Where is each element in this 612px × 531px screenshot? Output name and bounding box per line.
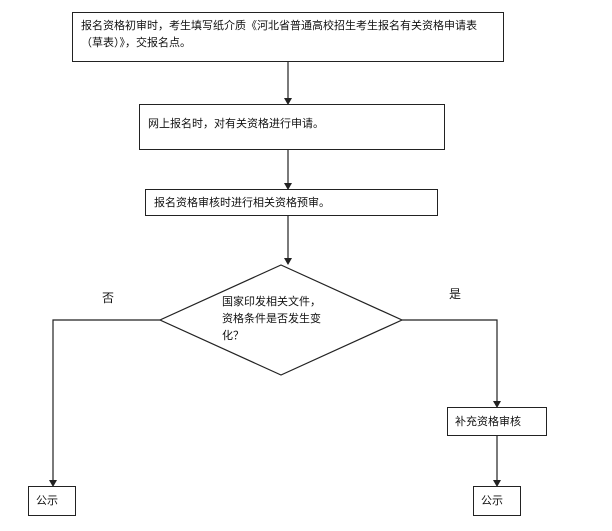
step3-box: 报名资格审核时进行相关资格预审。 [145, 189, 438, 216]
step2-text: 网上报名时，对有关资格进行申请。 [148, 117, 324, 130]
decision-diamond [158, 264, 404, 376]
step1-text: 报名资格初审时，考生填写纸介质《河北省普通高校招生考生报名有关资格申请表（草表）… [81, 19, 477, 49]
publish-left-text: 公示 [36, 494, 58, 507]
step1-box: 报名资格初审时，考生填写纸介质《河北省普通高校招生考生报名有关资格申请表（草表）… [72, 12, 504, 62]
yes-label: 是 [449, 287, 462, 301]
publish-right-box: 公示 [473, 486, 521, 516]
step3-text: 报名资格审核时进行相关资格预审。 [154, 196, 330, 209]
arrow-yes-to-supplement [402, 319, 501, 408]
no-label: 否 [102, 291, 115, 305]
arrow-no-to-publish [49, 319, 160, 487]
publish-right-text: 公示 [481, 494, 503, 507]
publish-left-box: 公示 [28, 486, 76, 516]
decision-line-2: 资格条件是否发生变 [222, 312, 321, 325]
decision-line-1: 国家印发相关文件， [222, 295, 321, 308]
supplement-text: 补充资格审核 [455, 415, 521, 428]
step2-box: 网上报名时，对有关资格进行申请。 [139, 104, 445, 150]
decision-text: 国家印发相关文件， 资格条件是否发生变 化？ [222, 293, 362, 344]
decision-line-3: 化？ [222, 329, 244, 342]
supplement-box: 补充资格审核 [447, 407, 547, 436]
